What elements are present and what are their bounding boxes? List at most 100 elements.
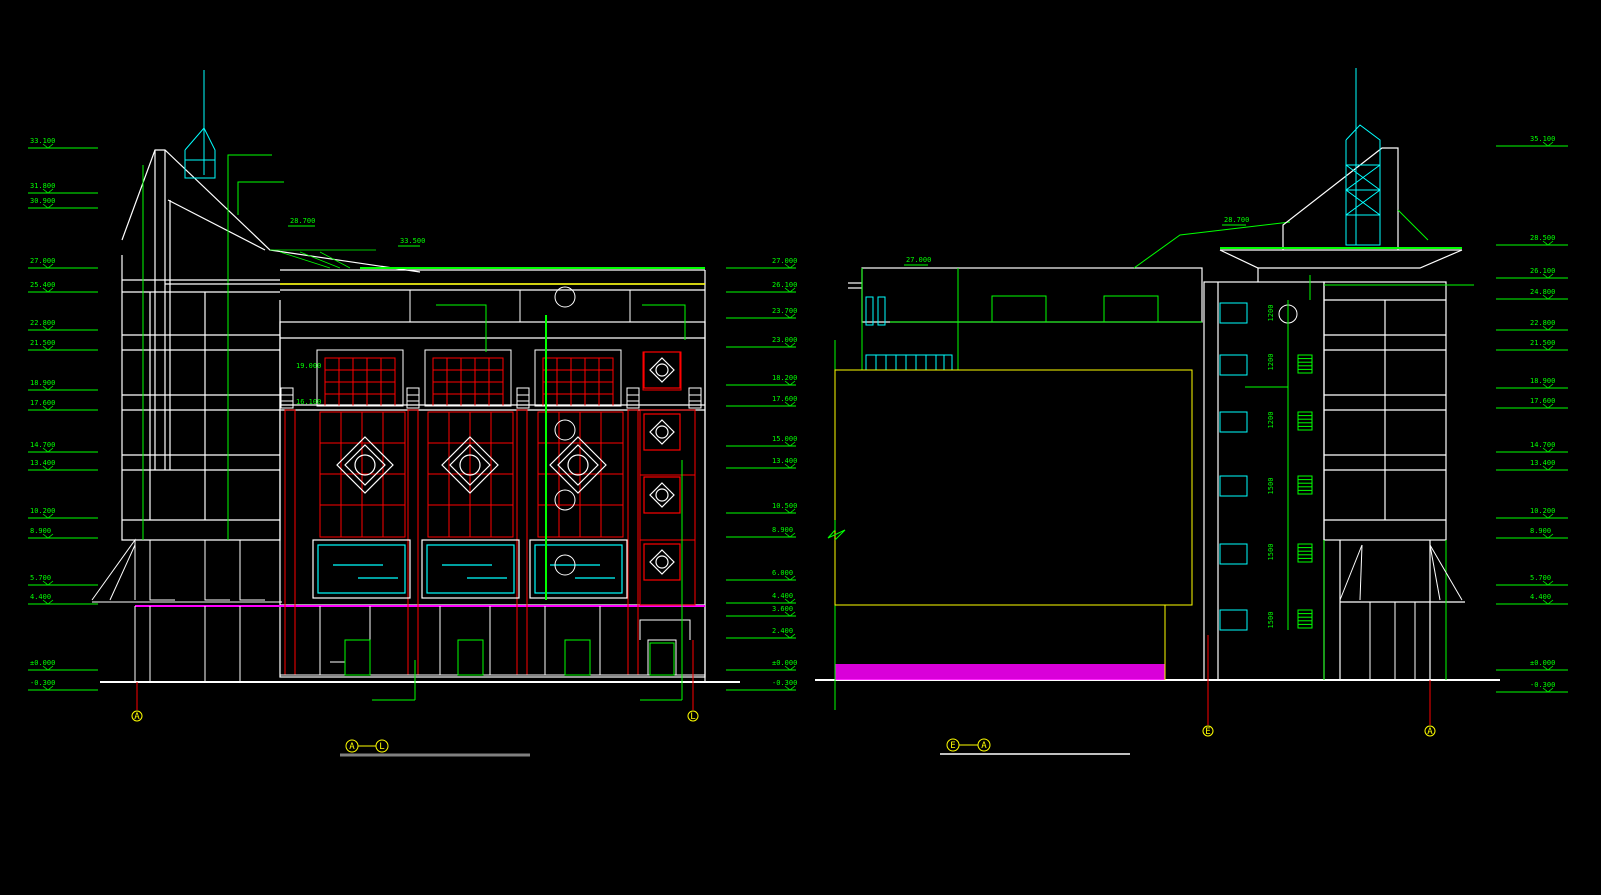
left-annotation-2: 33.500: [400, 237, 425, 245]
level-marker: 10.200: [1496, 507, 1568, 519]
right-title-axis-2: A: [981, 741, 987, 751]
level-label: 6.000: [772, 569, 793, 577]
level-label: 26.100: [772, 281, 797, 289]
level-label: 10.200: [30, 507, 55, 515]
level-label: 4.400: [772, 592, 793, 600]
level-marker: 13.400: [28, 459, 98, 471]
right-annotation-1: 28.700: [1224, 216, 1249, 224]
level-marker: 3.600: [726, 605, 796, 617]
left-round-windows: [554, 286, 576, 576]
right-elevation: 35.10028.50026.10024.80022.80021.50018.9…: [815, 68, 1568, 755]
right-tower-louvers: [1297, 354, 1313, 629]
level-label: 5.700: [1530, 574, 1551, 582]
level-label: 8.900: [1530, 527, 1551, 535]
level-marker: -0.300: [28, 679, 98, 691]
level-marker: 26.100: [726, 281, 797, 293]
level-label: -0.300: [30, 679, 55, 687]
left-main-body: [165, 269, 706, 682]
level-marker: 17.600: [1496, 397, 1568, 409]
level-label: 13.400: [30, 459, 55, 467]
right-title-axis-1: E: [950, 741, 955, 751]
right-canopy-struts: [1339, 544, 1463, 680]
left-side-ornaments: [642, 351, 682, 391]
left-glass-panels: [312, 539, 628, 599]
level-marker: 30.900: [28, 197, 98, 209]
left-canopy-struts: [91, 538, 282, 603]
level-marker: 27.000: [28, 257, 98, 269]
left-elevation: 33.10031.80030.90027.00025.40022.80021.5…: [28, 70, 797, 757]
right-dimension-chain: [1245, 300, 1289, 630]
right-stair-tower: [1203, 268, 1325, 681]
level-marker: 15.000: [726, 435, 797, 447]
left-roof-fan: [270, 249, 376, 269]
right-axis-label-start: E: [1205, 727, 1210, 737]
left-title-axis-2: L: [379, 742, 384, 752]
level-label: 18.900: [30, 379, 55, 387]
level-marker: 8.900: [726, 526, 796, 538]
level-marker: 18.900: [1496, 377, 1568, 389]
level-label: 18.900: [1530, 377, 1555, 385]
level-label: 13.400: [1530, 459, 1555, 467]
level-marker: 18.200: [726, 374, 797, 386]
level-marker: 27.000: [726, 257, 797, 269]
level-label: 30.900: [30, 197, 55, 205]
level-label: 15.000: [772, 435, 797, 443]
level-marker: 4.400: [28, 593, 98, 605]
level-label: -0.300: [772, 679, 797, 687]
dimension-label: 1200: [1267, 354, 1275, 371]
level-marker: 21.500: [28, 339, 98, 351]
left-axis-bubble-end: L: [687, 710, 699, 722]
left-columns: [280, 290, 702, 409]
level-label: 31.800: [30, 182, 55, 190]
level-label: 21.500: [1530, 339, 1555, 347]
level-label: 17.600: [1530, 397, 1555, 405]
left-axis-label-start: A: [134, 712, 140, 722]
left-tower-leaders: [142, 154, 284, 540]
level-label: 25.400: [30, 281, 55, 289]
level-marker: 5.700: [1496, 574, 1568, 586]
left-diamond-ornaments: [336, 351, 681, 581]
level-label: ±0.000: [30, 659, 55, 667]
level-marker: 6.000: [726, 569, 796, 581]
level-marker: 35.100: [1496, 135, 1568, 147]
level-label: 8.900: [772, 526, 793, 534]
level-label: 35.100: [1530, 135, 1555, 143]
right-low-block: [848, 267, 1203, 323]
left-level-markers: 33.10031.80030.90027.00025.40022.80021.5…: [28, 137, 98, 691]
level-marker: 28.500: [1496, 234, 1568, 246]
left-axis-bubble-start: A: [131, 710, 143, 722]
level-label: 14.700: [1530, 441, 1555, 449]
left-antenna: [184, 70, 216, 179]
level-marker: -0.300: [726, 679, 797, 691]
level-marker: -0.300: [1496, 681, 1568, 693]
right-yellow-panel: [834, 369, 1193, 606]
level-label: 14.700: [30, 441, 55, 449]
level-label: 2.400: [772, 627, 793, 635]
right-low-block-green: [834, 221, 1291, 710]
level-label: ±0.000: [772, 659, 797, 667]
level-marker: 18.900: [28, 379, 98, 391]
level-label: 3.600: [772, 605, 793, 613]
right-axis-bubble-start: E: [1202, 725, 1214, 737]
level-label: 5.700: [30, 574, 51, 582]
left-elevation-title: A L: [340, 739, 530, 757]
level-marker: 8.900: [28, 527, 98, 539]
level-label: 4.400: [30, 593, 51, 601]
level-label: 13.400: [772, 457, 797, 465]
level-marker: 8.900: [1496, 527, 1568, 539]
right-vents: [865, 296, 953, 371]
level-marker: 13.400: [1496, 459, 1568, 471]
left-annotation-4: 16.100: [296, 398, 321, 406]
level-label: 10.200: [1530, 507, 1555, 515]
level-marker: 13.400: [726, 457, 797, 469]
left-leaders-right: [372, 304, 686, 701]
right-annotation-2: 27.000: [906, 256, 931, 264]
level-marker: 22.800: [1496, 319, 1568, 331]
level-marker: ±0.000: [1496, 659, 1568, 671]
level-label: 21.500: [30, 339, 55, 347]
level-label: 17.600: [772, 395, 797, 403]
level-marker: 33.100: [28, 137, 98, 149]
left-annotation-3: 19.000: [296, 362, 321, 370]
